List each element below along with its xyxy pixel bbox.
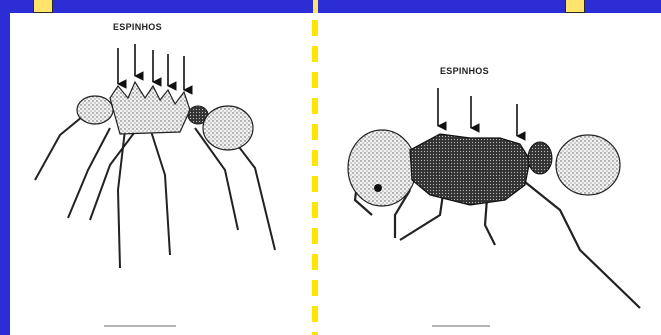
caption-smudge-left bbox=[104, 325, 176, 327]
right-spine-arrows bbox=[438, 88, 517, 136]
caption-smudge-right bbox=[432, 325, 490, 327]
right-ant-illustration bbox=[348, 88, 640, 308]
left-ant-illustration bbox=[35, 44, 275, 268]
left-spine-arrows bbox=[118, 44, 184, 90]
